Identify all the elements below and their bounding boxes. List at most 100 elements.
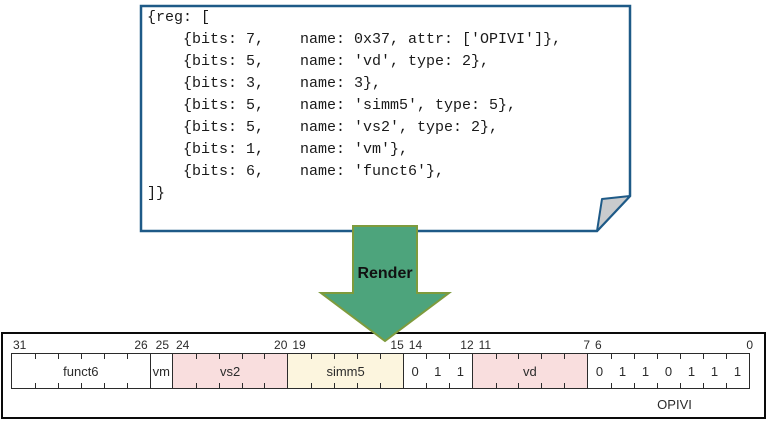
bit-boundary-tick [564, 354, 566, 359]
bit-value: 1 [687, 363, 696, 379]
bit-value: 1 [618, 363, 627, 379]
bit-boundary-tick [264, 354, 266, 359]
bit-boundary-tick [357, 354, 359, 359]
field-name-label: vm [152, 363, 170, 379]
register-field-funct6: funct6 [11, 353, 151, 389]
field-name-label: vs2 [220, 363, 241, 379]
bit-boundary-tick [518, 354, 520, 359]
bit-index-label: 7 [583, 338, 591, 352]
bit-value: 1 [641, 363, 650, 379]
bit-boundary-tick [611, 354, 613, 359]
bit-value: 0 [595, 363, 604, 379]
bit-boundary-tick [680, 354, 681, 359]
bit-value: 0 [411, 363, 419, 379]
bit-value: 1 [456, 363, 464, 379]
bit-boundary-tick [218, 383, 220, 388]
bit-boundary-tick [379, 383, 381, 388]
bit-boundary-tick [634, 383, 636, 388]
wavedrom-source-code: {reg: [ {bits: 7, name: 0x37, attr: ['OP… [147, 9, 562, 202]
bit-boundary-tick [611, 383, 613, 388]
bit-boundary-tick [379, 354, 381, 359]
bit-value: 1 [710, 363, 719, 379]
bit-boundary-tick [80, 354, 82, 359]
bit-labels-const-14-12: 14 12 [407, 334, 477, 353]
bit-boundary-tick [103, 383, 105, 388]
bit-index-label: 14 [408, 338, 423, 352]
bit-boundary-tick [657, 383, 659, 388]
bit-boundary-tick [541, 354, 543, 359]
bit-boundary-tick [726, 383, 727, 388]
bit-boundary-tick [334, 383, 336, 388]
bit-index-label: 0 [746, 338, 753, 352]
bit-boundary-tick [564, 383, 566, 388]
bit-index-label: 11 [478, 338, 492, 352]
bit-index-label: 31 [13, 338, 27, 352]
bit-boundary-tick [103, 354, 105, 359]
field-name-label: vd [522, 363, 537, 379]
field-name-label: funct6 [63, 363, 99, 379]
bit-value: 0 [664, 363, 673, 379]
bit-boundary-tick [680, 383, 681, 388]
bit-boundary-tick [126, 383, 128, 388]
bit-boundary-tick [334, 354, 336, 359]
attr-row: OPIVI [11, 389, 756, 415]
bit-index-label: 24 [175, 338, 190, 352]
bit-value: 1 [733, 363, 742, 379]
bit-boundary-tick [195, 383, 197, 388]
bit-boundary-tick [703, 383, 704, 388]
bit-boundary-tick [34, 354, 36, 359]
bit-boundary-tick [449, 383, 450, 388]
bit-boundary-tick [541, 383, 543, 388]
bit-boundary-tick [634, 354, 636, 359]
register-field-vs2: vs2 [171, 353, 289, 389]
bit-boundary-tick [518, 383, 520, 388]
register-field-simm5: simm5 [287, 353, 404, 389]
field-name-label: simm5 [326, 363, 365, 379]
bit-boundary-tick [311, 354, 313, 359]
note-fold-corner [596, 195, 631, 232]
bit-boundary-tick [57, 383, 59, 388]
bit-boundary-tick [264, 383, 266, 388]
bit-index-label: 25 [155, 338, 169, 352]
bit-boundary-tick [657, 354, 659, 359]
field-attr-label: OPIVI [657, 396, 692, 412]
bit-boundary-tick [495, 354, 497, 359]
bit-labels-vs2: 24 20 [174, 334, 290, 353]
bit-labels-vm: 25 [151, 334, 174, 353]
bit-boundary-tick [80, 383, 82, 388]
bit-labels-vd: 11 7 [477, 334, 593, 353]
bit-boundary-tick [311, 383, 313, 388]
bit-index-label: 26 [134, 338, 148, 352]
bit-boundary-tick [495, 383, 497, 388]
bit-boundary-tick [218, 354, 220, 359]
bit-boundary-tick [241, 354, 243, 359]
bit-boundary-tick [34, 383, 36, 388]
bit-boundary-tick [126, 354, 128, 359]
bit-index-label: 15 [390, 338, 404, 352]
bit-boundary-tick [703, 354, 704, 359]
register-field-vd: vd [471, 353, 589, 389]
bit-index-label: 19 [292, 338, 306, 352]
bit-boundary-tick [426, 383, 428, 388]
bit-boundary-tick [726, 354, 727, 359]
bit-value: 1 [434, 363, 442, 379]
bit-index-label: 6 [595, 338, 602, 352]
bit-boundary-tick [241, 383, 243, 388]
register-field-vm: vm [149, 353, 173, 389]
bit-boundary-tick [195, 354, 197, 359]
bit-labels-funct6: 31 26 [11, 334, 151, 353]
bit-index-label: 20 [274, 338, 288, 352]
bit-boundary-tick [449, 354, 450, 359]
bit-index-label: 12 [460, 338, 474, 352]
bit-boundary-tick [426, 354, 428, 359]
